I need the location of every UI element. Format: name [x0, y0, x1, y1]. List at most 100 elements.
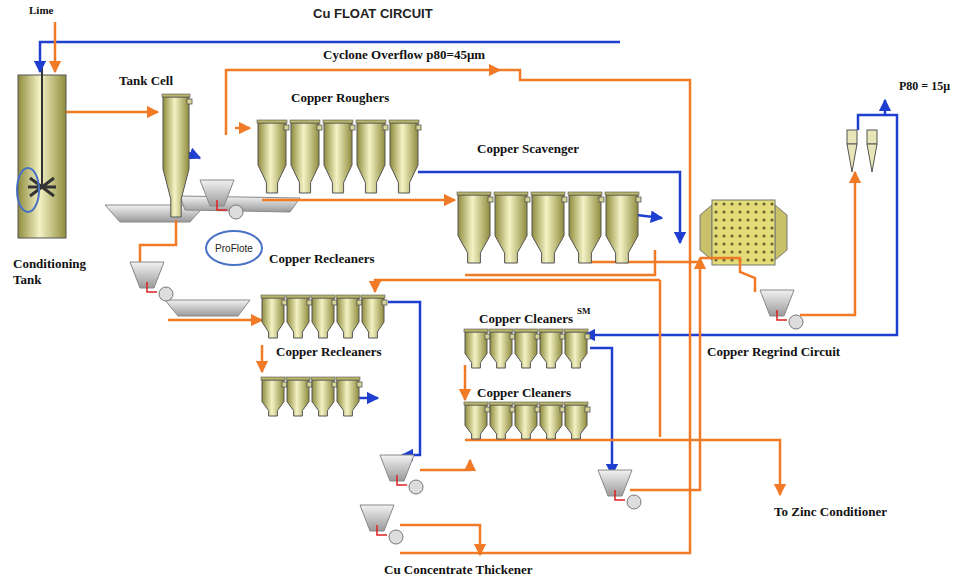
- cell-lip: [464, 402, 488, 405]
- pump-pipe: [397, 475, 407, 485]
- cell-lip: [457, 192, 491, 195]
- cell-lip: [389, 120, 419, 123]
- cell-lip: [514, 329, 538, 332]
- cell-lip: [564, 329, 588, 332]
- flotation-cell: [606, 195, 638, 263]
- pump: [409, 480, 423, 494]
- cell-launder: [585, 407, 590, 412]
- pump: [159, 287, 173, 301]
- cell-lip: [323, 120, 353, 123]
- stream-label: Copper Scavenger: [476, 142, 580, 156]
- flotation-cell: [312, 298, 334, 338]
- stream-label: Copper Regrind Circuit: [706, 345, 841, 359]
- flotation-cell: [324, 123, 352, 193]
- flotation-cell: [262, 298, 284, 338]
- cell-lip: [568, 192, 602, 195]
- cell-launder: [282, 300, 287, 305]
- flotation-cell: [490, 405, 512, 439]
- cell-lip: [489, 329, 513, 332]
- cell-launder: [284, 125, 289, 130]
- cell-launder: [599, 197, 604, 202]
- cyclone-cone: [847, 144, 857, 172]
- cell-lip: [311, 295, 335, 298]
- cell-launder: [636, 197, 641, 202]
- cell-lip: [514, 402, 538, 405]
- cell-launder: [562, 197, 567, 202]
- flotation-cell: [565, 405, 587, 439]
- flotation-cell: [515, 405, 537, 439]
- cell-lip: [286, 377, 310, 380]
- cell-launder: [317, 125, 322, 130]
- cell-launder: [307, 300, 312, 305]
- pump-pipe: [615, 490, 625, 500]
- cell-launder: [510, 334, 515, 339]
- pump: [789, 315, 803, 329]
- cell-launder: [383, 125, 388, 130]
- cell-lip: [311, 377, 335, 380]
- cell-launder: [416, 125, 421, 130]
- cell-lip: [261, 295, 285, 298]
- cell-lip: [464, 329, 488, 332]
- flotation-cell: [258, 123, 286, 193]
- cell-launder: [307, 382, 312, 387]
- cell-lip: [261, 377, 285, 380]
- pump: [389, 530, 403, 544]
- cell-launder: [485, 334, 490, 339]
- flotation-cell: [312, 380, 334, 416]
- pump-pipe: [217, 200, 227, 210]
- flotation-cell: [262, 380, 284, 416]
- proflote-circle: ProFlote: [205, 230, 263, 266]
- node-text: ProFlote: [215, 243, 253, 254]
- cell-lip: [361, 295, 385, 298]
- cell-lip: [489, 402, 513, 405]
- flotation-cell: [337, 298, 359, 338]
- cell-launder: [357, 382, 362, 387]
- stream-label: Copper Cleaners: [478, 312, 574, 326]
- cell-launder: [585, 334, 590, 339]
- cell-launder: [525, 197, 530, 202]
- cell-lip: [257, 120, 287, 123]
- stream-label: Tank Cell: [118, 74, 174, 88]
- cell-lip: [336, 377, 360, 380]
- pump-pipe: [777, 310, 787, 320]
- cell-launder: [485, 407, 490, 412]
- cell-lip: [356, 120, 386, 123]
- cell-lip: [564, 402, 588, 405]
- cell-lip: [494, 192, 528, 195]
- cell-lip: [539, 329, 563, 332]
- flotation-cell: [458, 195, 490, 263]
- cell-launder: [535, 334, 540, 339]
- pump: [627, 495, 641, 509]
- flotation-cell: [490, 332, 512, 368]
- flotation-cell: [569, 195, 601, 263]
- cyclone: [867, 130, 877, 144]
- flotation-cell: [287, 298, 309, 338]
- flotation-cell: [362, 298, 384, 338]
- flotation-cell: [515, 332, 537, 368]
- flotation-cell: [540, 332, 562, 368]
- stream-label: Copper Roughers: [290, 91, 390, 105]
- cell-launder: [535, 407, 540, 412]
- cyclone: [847, 130, 857, 144]
- pump-pipe: [377, 525, 387, 535]
- flotation-cell: [465, 405, 487, 439]
- flotation-cell: [337, 380, 359, 416]
- cyclone-cone: [867, 144, 877, 172]
- cell-launder: [560, 407, 565, 412]
- stream-label: Copper Recleaners: [275, 345, 383, 359]
- cell-launder: [282, 382, 287, 387]
- flotation-cell: [565, 332, 587, 368]
- stream-label: Lime: [28, 4, 54, 16]
- stream-label: Copper Recleaners: [268, 252, 376, 266]
- flotation-cell: [357, 123, 385, 193]
- stream-label: SM: [576, 307, 592, 317]
- stream-label: P80 = 15μ: [898, 80, 951, 93]
- pump-pipe: [147, 282, 157, 292]
- cell-lip: [539, 402, 563, 405]
- cell-launder: [560, 334, 565, 339]
- flotation-cell: [532, 195, 564, 263]
- cell-lip: [286, 295, 310, 298]
- cell-lip: [162, 94, 190, 97]
- cell-launder: [350, 125, 355, 130]
- cell-launder: [488, 197, 493, 202]
